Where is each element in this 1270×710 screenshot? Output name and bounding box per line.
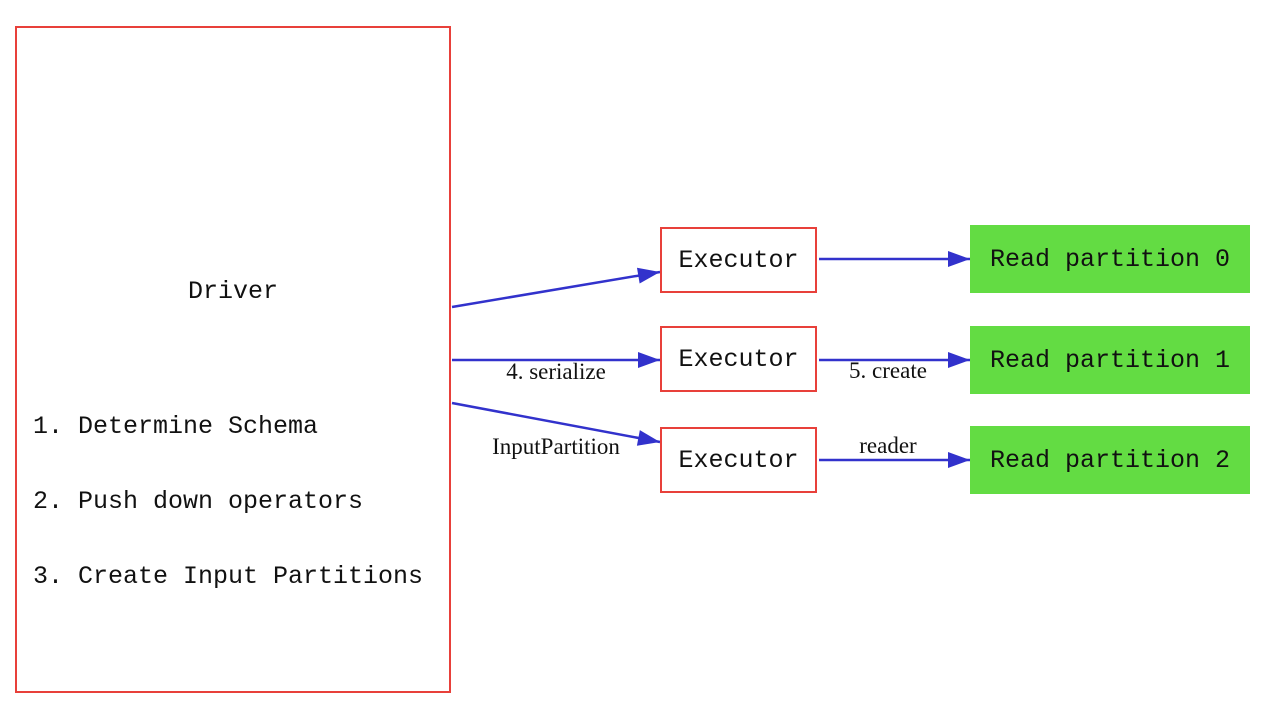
executor-label: Executor xyxy=(678,245,799,275)
executor-box-2: Executor xyxy=(660,427,817,493)
driver-box xyxy=(15,26,451,693)
driver-title: Driver xyxy=(187,277,278,306)
driver-step-3: 3. Create Input Partitions xyxy=(33,562,424,591)
executor-label: Executor xyxy=(678,344,799,374)
partition-label: Read partition 1 xyxy=(989,345,1231,375)
driver-step-2: 2. Push down operators xyxy=(33,487,364,516)
label-serialize-line2: InputPartition xyxy=(492,434,620,459)
label-reader-line2: reader xyxy=(859,433,917,458)
driver-steps: 1. Determine Schema 2. Push down operato… xyxy=(33,364,423,639)
partition-box-2: Read partition 2 xyxy=(970,426,1250,494)
label-create-reader: 5. create reader xyxy=(808,308,968,508)
partition-box-1: Read partition 1 xyxy=(970,326,1250,394)
partition-label: Read partition 0 xyxy=(989,244,1231,274)
executor-box-1: Executor xyxy=(660,326,817,392)
arrow-driver-to-executor-0 xyxy=(451,267,661,309)
executor-box-0: Executor xyxy=(660,227,817,293)
label-serialize-inputpartition: 4. serialize InputPartition xyxy=(452,309,660,509)
partition-box-0: Read partition 0 xyxy=(970,225,1250,293)
label-serialize-line1: 4. serialize xyxy=(506,359,606,384)
label-reader-line1: 5. create xyxy=(849,358,927,383)
driver-step-1: 1. Determine Schema xyxy=(33,412,319,441)
partition-label: Read partition 2 xyxy=(989,445,1231,475)
executor-label: Executor xyxy=(678,445,799,475)
